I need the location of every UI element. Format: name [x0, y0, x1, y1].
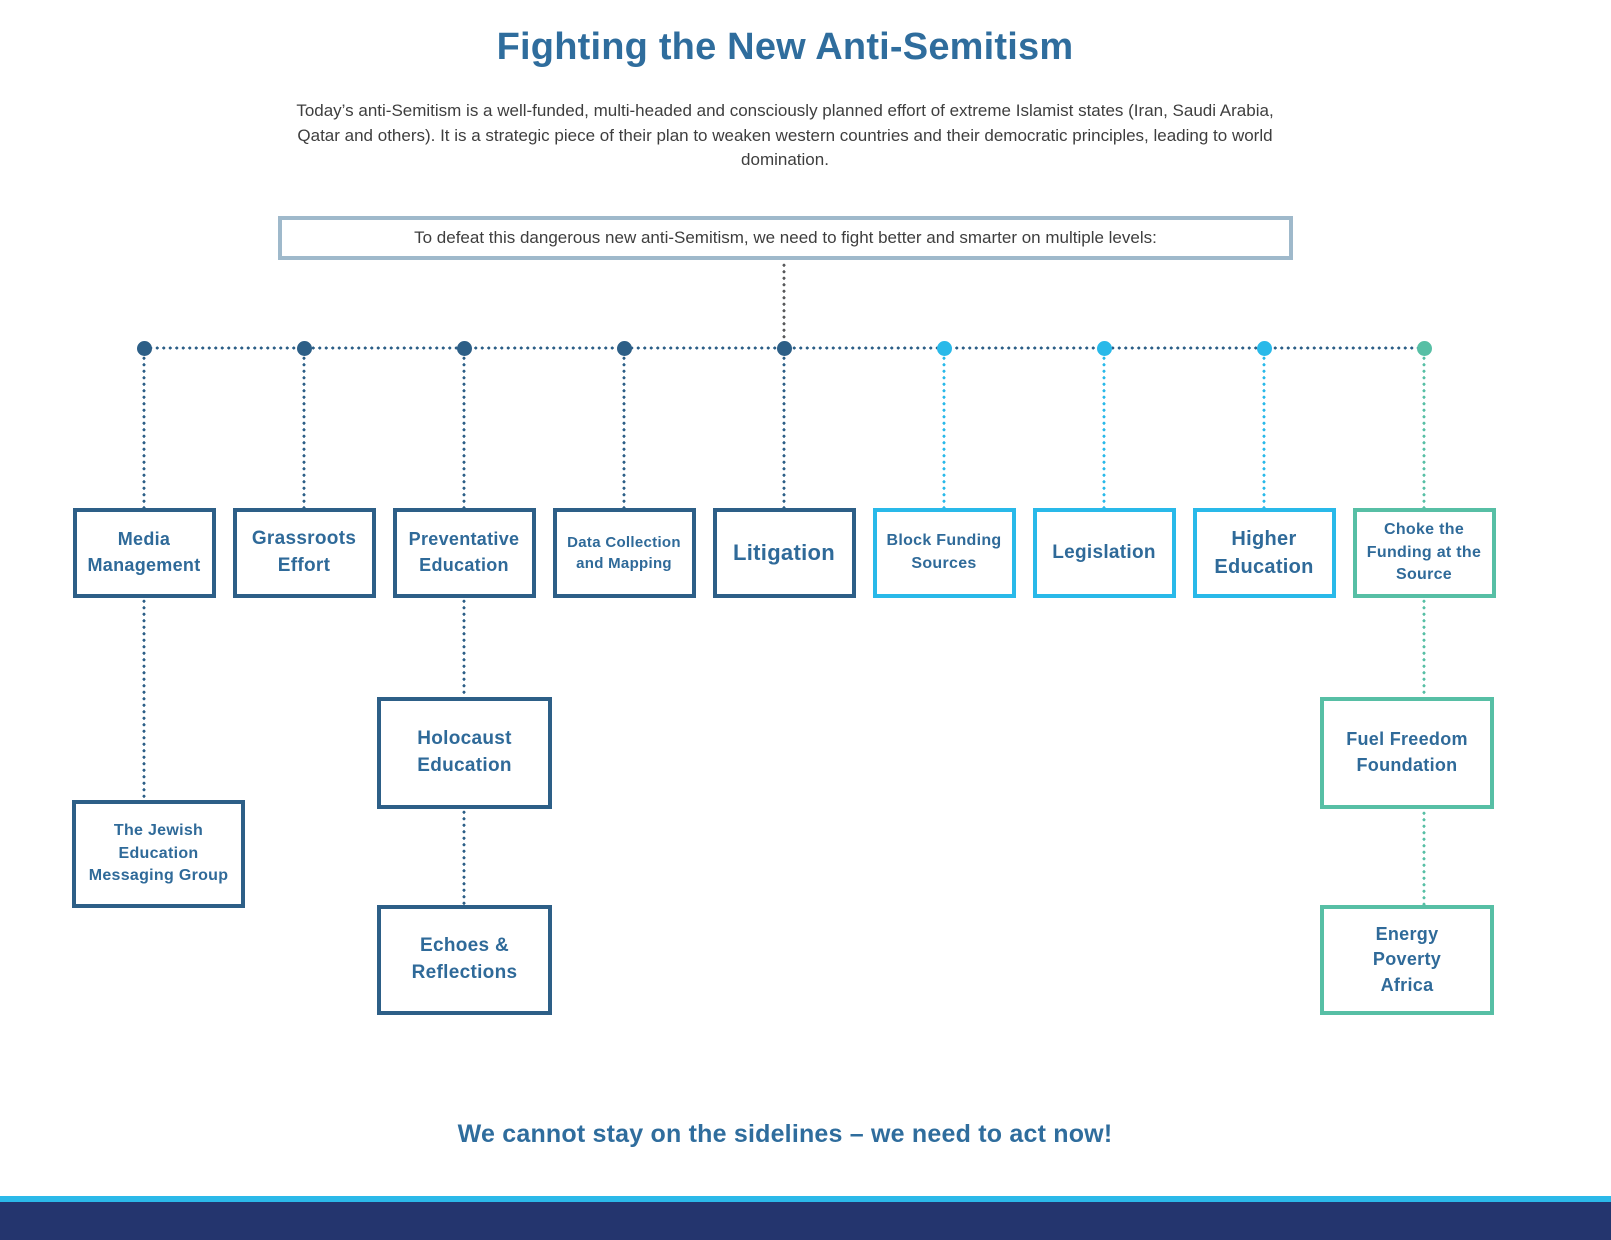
branch-box-higher-education: Higher Education: [1192, 508, 1336, 598]
sub-box-fuel-freedom-foundation: Fuel Freedom Foundation: [1320, 697, 1494, 809]
branch-label: Data Collection and Mapping: [567, 533, 681, 572]
branch-box-legislation: Legislation: [1032, 508, 1176, 598]
branch-label: Choke the Funding at the Source: [1366, 520, 1482, 584]
sub-label: Echoes & Reflections: [411, 935, 518, 983]
footer-cta-text: We cannot stay on the sidelines – we nee…: [457, 1120, 1113, 1148]
statement-box: To defeat this dangerous new anti-Semiti…: [278, 216, 1293, 260]
sub-box-holocaust-education: Holocaust Education: [377, 697, 552, 809]
branch-box-choke-funding: Choke the Funding at the Source: [1352, 508, 1496, 598]
footer-accent-bar: [0, 1196, 1611, 1202]
branch-dot-media-management: [136, 340, 152, 356]
sub-label: Holocaust Education: [417, 728, 512, 776]
connector-holocaust-to-echoes: [462, 809, 466, 905]
connector-statement-to-trunk: [782, 262, 786, 346]
connector-to-block-funding: [942, 355, 946, 508]
branch-dot-grassroots-effort: [296, 340, 312, 356]
intro-text: Today’s anti-Semitism is a well-funded, …: [296, 101, 1274, 169]
connector-choke-to-fuel-freedom: [1422, 598, 1426, 697]
sub-label: Fuel Freedom Foundation: [1346, 729, 1468, 775]
branch-label: Higher Education: [1214, 527, 1314, 578]
sub-label: Energy Poverty Africa: [1372, 923, 1442, 995]
branch-dot-legislation: [1096, 340, 1112, 356]
branch-label: Grassroots Effort: [251, 528, 357, 576]
connector-to-preventative-education: [462, 355, 466, 508]
branch-label: Media Management: [87, 529, 201, 575]
connector-to-legislation: [1102, 355, 1106, 508]
branch-label: Litigation: [733, 540, 835, 566]
sub-label: The Jewish Education Messaging Group: [88, 821, 229, 885]
branch-box-grassroots-effort: Grassroots Effort: [232, 508, 376, 598]
branch-dot-block-funding: [936, 340, 952, 356]
connector-preventative-to-holocaust: [462, 598, 466, 697]
branch-dot-preventative-education: [456, 340, 472, 356]
connector-to-data-collection: [622, 355, 626, 508]
branch-box-litigation: Litigation: [712, 508, 856, 598]
branch-box-data-collection: Data Collection and Mapping: [552, 508, 696, 598]
connector-to-media-management: [142, 355, 146, 508]
sub-box-jewish-education-messaging-group: The Jewish Education Messaging Group: [72, 800, 245, 908]
connector-fuel-to-energy-poverty: [1422, 810, 1426, 905]
connector-to-higher-education: [1262, 355, 1266, 508]
page-title: Fighting the New Anti-Semitism: [496, 26, 1074, 68]
branch-label: Preventative Education: [408, 529, 520, 575]
branch-dot-data-collection: [616, 340, 632, 356]
branch-box-preventative-education: Preventative Education: [392, 508, 536, 598]
connector-media-to-jewish-education: [142, 598, 146, 800]
branch-box-media-management: Media Management: [72, 508, 216, 598]
sub-box-echoes-reflections: Echoes & Reflections: [377, 905, 552, 1015]
branch-label: Legislation: [1052, 541, 1156, 563]
connector-to-grassroots-effort: [302, 355, 306, 508]
statement-text: To defeat this dangerous new anti-Semiti…: [414, 228, 1157, 247]
branch-dot-choke-funding: [1416, 340, 1432, 356]
connector-to-litigation: [782, 355, 786, 508]
sub-box-energy-poverty-africa: Energy Poverty Africa: [1320, 905, 1494, 1015]
footer-bar: [0, 1202, 1611, 1240]
connector-to-choke-funding: [1422, 355, 1426, 508]
branch-label: Block Funding Sources: [886, 532, 1002, 572]
branch-dot-litigation: [776, 340, 792, 356]
branch-box-block-funding: Block Funding Sources: [872, 508, 1016, 598]
branch-dot-higher-education: [1256, 340, 1272, 356]
